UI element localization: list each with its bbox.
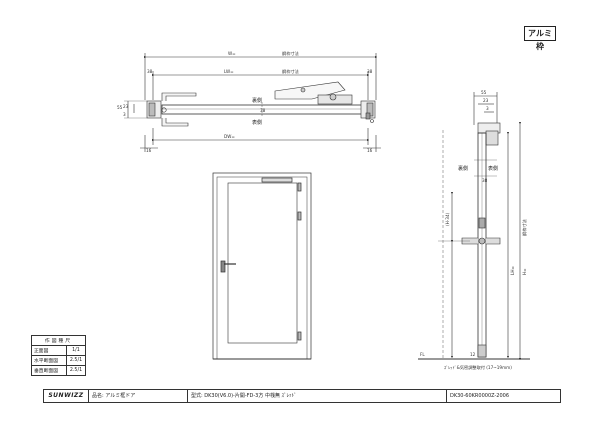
section-h-size: 鋼枠寸法 bbox=[521, 219, 528, 236]
depth-mid-label: 23 bbox=[123, 104, 129, 109]
dw-dimension-label: DW= bbox=[224, 134, 235, 139]
face-back-plan: 裏側 bbox=[252, 97, 262, 104]
door-panel bbox=[227, 182, 298, 344]
door-elevation-view bbox=[212, 172, 312, 360]
title-block: SUNWIZZ 品名: アルミ框ドア 型式: DK30(V6.0)-片開-FD-… bbox=[43, 389, 561, 403]
scale-row-value: 1/1 bbox=[66, 345, 86, 356]
bottom-note: ｽﾞﾚｯﾄﾞ&気密調整取付 (17~19mm) bbox=[444, 364, 512, 371]
hinge-top bbox=[297, 182, 302, 192]
bottom-seal bbox=[477, 344, 487, 358]
scale-row-name: 水平断面図 bbox=[31, 355, 67, 366]
hinge-mid bbox=[297, 211, 302, 221]
right-offset-label: 38 bbox=[367, 69, 373, 74]
model-spec: 型式: DK30(V6.0)-片開-FD-3方 中桟無 ｽﾞﾚｯﾄﾞ bbox=[188, 390, 447, 402]
section-top-c: 3 bbox=[486, 106, 489, 111]
vertical-section-view bbox=[418, 92, 530, 361]
face-front-plan: 表側 bbox=[252, 119, 262, 126]
section-top-b: 23 bbox=[483, 98, 489, 103]
product-name: 品名: アルミ框ドア bbox=[89, 390, 188, 402]
handle-elevation bbox=[220, 260, 226, 273]
w-dimension-label: W= bbox=[228, 51, 236, 56]
drawing-number: DK30-60KR0000Z-2006 bbox=[450, 393, 510, 399]
frame-type-tag: アルミ枠 bbox=[524, 26, 556, 51]
handle-height-label: (H-34) bbox=[445, 212, 450, 226]
scale-table-header: 作図種尺 bbox=[31, 335, 86, 346]
brand-logo: SUNWIZZ bbox=[44, 390, 89, 402]
section-face-back: 裏側 bbox=[458, 165, 468, 172]
scale-row-value: 2.5/1 bbox=[66, 355, 86, 366]
scale-row-name: 正面図 bbox=[31, 345, 67, 356]
lw-dimension-label: LW= bbox=[224, 69, 234, 74]
depth-top-label: 55 bbox=[117, 105, 123, 110]
scale-row-name: 垂直断面図 bbox=[31, 365, 67, 376]
section-face-front: 表側 bbox=[488, 165, 498, 172]
outer-frame bbox=[212, 172, 312, 360]
section-inset: 38 bbox=[482, 178, 488, 183]
closer-elevation bbox=[261, 177, 293, 183]
section-lh-label: LH= bbox=[510, 266, 515, 275]
clear-mark-label: 38 bbox=[260, 108, 266, 113]
floor-gap-label: 12 bbox=[470, 352, 476, 357]
lever-handle-plan bbox=[161, 92, 197, 101]
w-size-label: 鋼枠寸法 bbox=[282, 50, 299, 57]
horizontal-section-view bbox=[124, 53, 381, 152]
section-top-a: 55 bbox=[481, 90, 487, 95]
hinge-bottom bbox=[297, 331, 302, 341]
side-left-label: 16 bbox=[146, 148, 152, 153]
left-offset-label: 38 bbox=[147, 69, 153, 74]
depth-bot-label: 3 bbox=[123, 112, 126, 117]
section-h-label: H= bbox=[522, 268, 527, 275]
lw-size-label: 鋼枠寸法 bbox=[282, 68, 299, 75]
side-right-label: 16 bbox=[367, 148, 373, 153]
scale-row-value: 2.5/1 bbox=[66, 365, 86, 376]
floor-label: FL bbox=[420, 352, 425, 357]
